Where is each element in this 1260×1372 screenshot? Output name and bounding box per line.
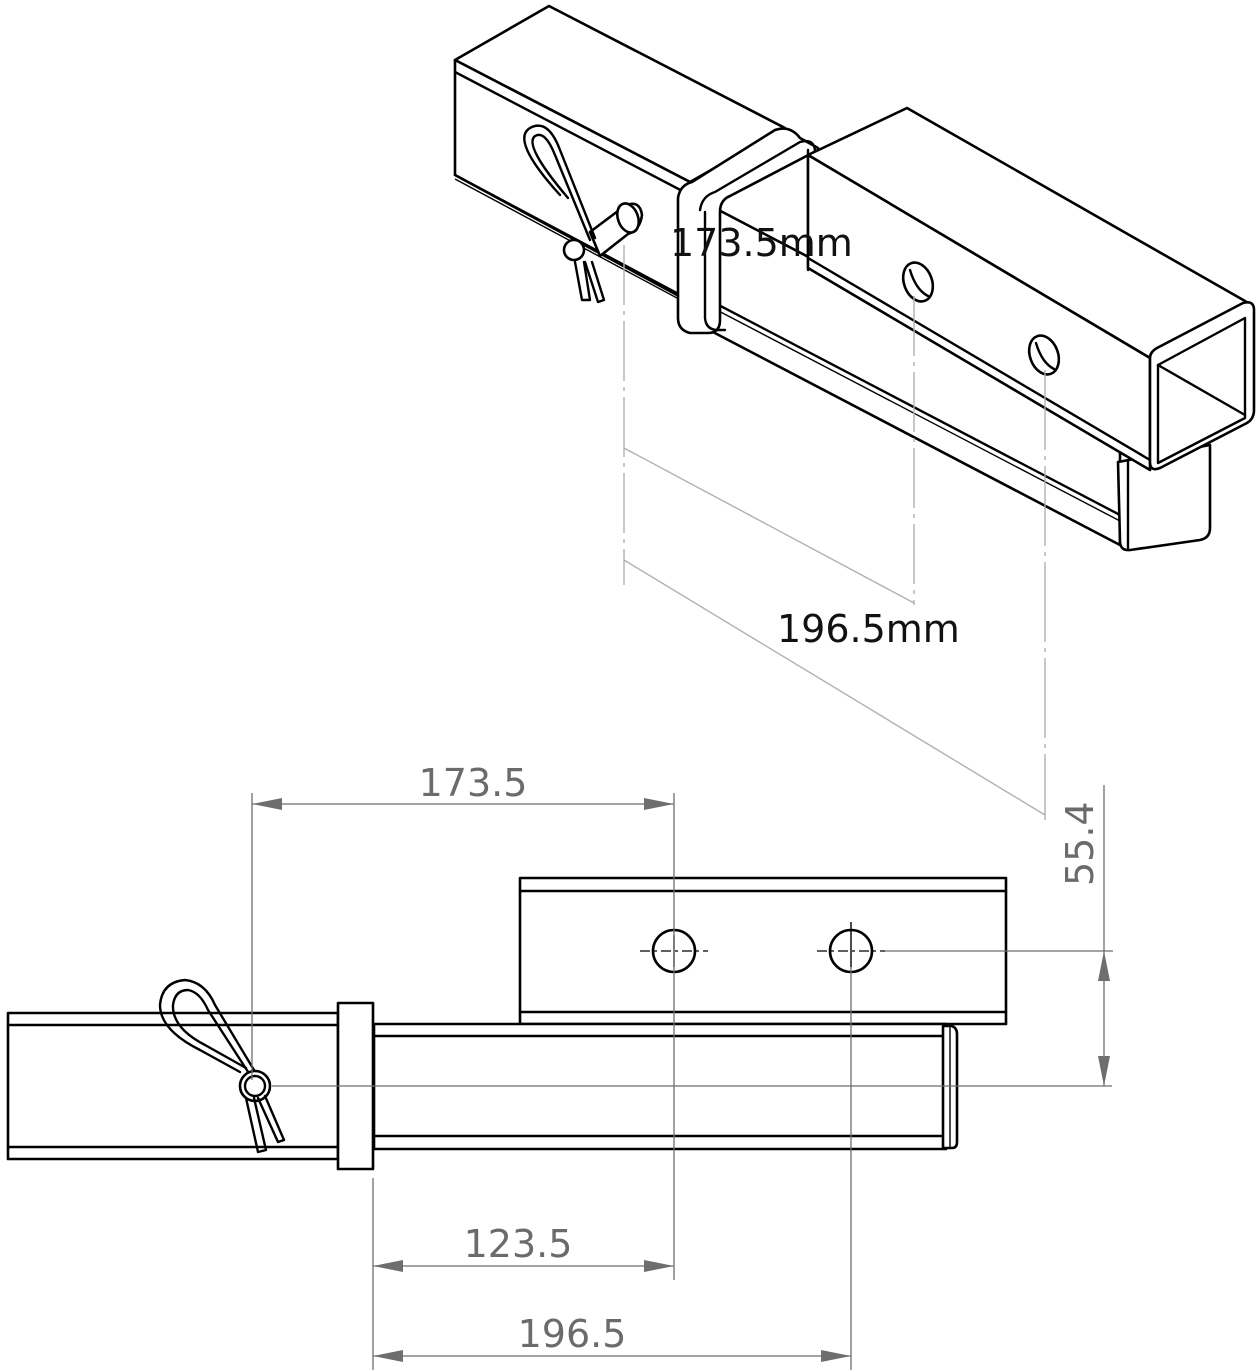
dimension-label-173-5: 173.5 [419, 761, 528, 805]
dimension-173-5: 173.5 [251, 761, 675, 1280]
dimension-55-4: 55.4 [885, 785, 1113, 1086]
dimension-123-5: 123.5 [372, 1178, 674, 1370]
dimension-label-196-5: 196.5 [518, 1312, 627, 1356]
inner-shank [688, 193, 1212, 552]
hitch-pin-iso [523, 124, 644, 304]
side-view: 173.5 55.4 123.5 196.5 [6, 761, 1113, 1370]
dimension-label-55-4: 55.4 [1058, 801, 1102, 886]
dimension-label-123-5: 123.5 [464, 1222, 573, 1266]
iso-dimension-173-5mm: 173.5mm [670, 221, 853, 265]
isometric-view: 173.5mm 196.5mm [453, 4, 1256, 820]
dimension-196-5: 196.5 [373, 967, 852, 1370]
riser-tube-upper [806, 106, 1256, 472]
iso-dimension-lines [623, 245, 1046, 820]
hitch-pin-side [158, 978, 286, 1154]
iso-dimension-196-5mm: 196.5mm [777, 607, 960, 651]
collar [676, 127, 820, 335]
